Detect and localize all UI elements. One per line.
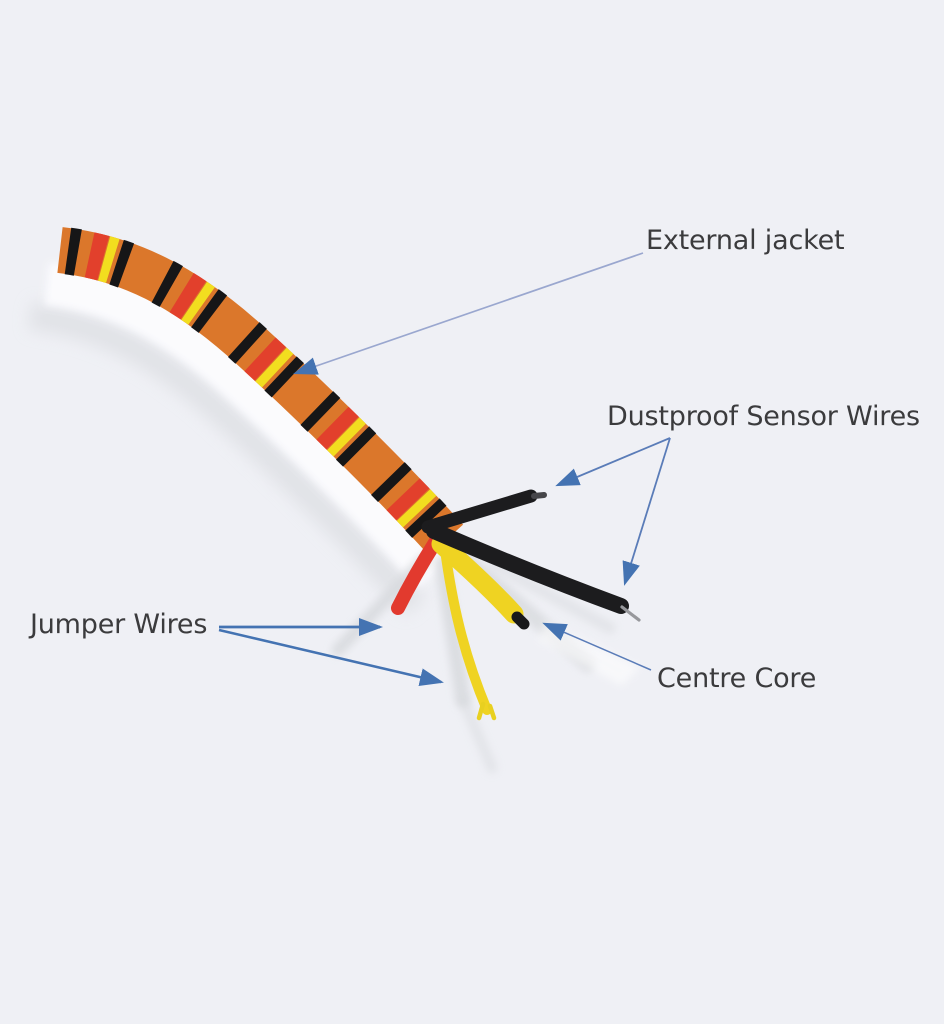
centre-core-leader bbox=[542, 622, 652, 671]
jumper-wire-yellow bbox=[440, 545, 492, 715]
sensor-wire-black-upper bbox=[421, 489, 538, 534]
label-centre-core: Centre Core bbox=[657, 663, 817, 694]
external-jacket-leader bbox=[293, 252, 644, 375]
centre-core-tip bbox=[511, 611, 530, 630]
external-jacket bbox=[57, 226, 464, 556]
leader-lines bbox=[218, 252, 671, 686]
sensor-wire-upper-tip bbox=[531, 492, 547, 499]
label-dustproof-sensor-wires: Dustproof Sensor Wires bbox=[607, 401, 920, 432]
sensor-wire-black-lower bbox=[426, 523, 629, 614]
cable-shadow-highlight bbox=[44, 263, 449, 589]
label-jumper-wires: Jumper Wires bbox=[30, 609, 208, 640]
shadow-layer bbox=[28, 263, 640, 774]
yellow-wire-fork-left bbox=[476, 701, 486, 721]
dustproof-leader-upper bbox=[555, 437, 671, 487]
cable-shadow-outer bbox=[28, 302, 427, 616]
jumper-leader-lower bbox=[218, 628, 444, 686]
black-wire-shadow bbox=[489, 559, 616, 634]
dustproof-leader-lower bbox=[622, 437, 671, 586]
thin-yellow-wire-shadow-tail bbox=[457, 694, 498, 774]
core-leader-highlight bbox=[538, 622, 640, 686]
label-external-jacket: External jacket bbox=[646, 225, 845, 256]
yellow-wire-fork-right bbox=[487, 703, 497, 721]
jacket-black-stripes bbox=[57, 226, 464, 556]
sensor-wire-metal-pin bbox=[620, 605, 641, 622]
wires bbox=[391, 489, 641, 721]
